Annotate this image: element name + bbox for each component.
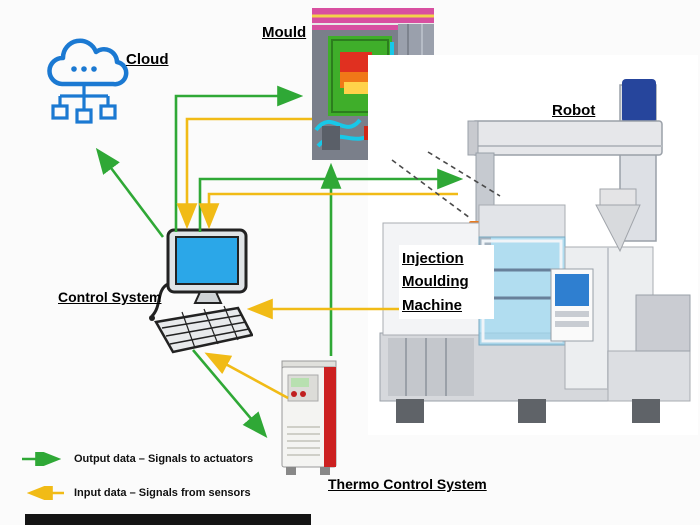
thermo-display (291, 378, 309, 387)
legend-input-label: Input data – Signals from sensors (74, 487, 251, 499)
machine-foot (632, 399, 660, 423)
legend-output-row: Output data – Signals to actuators (20, 452, 253, 466)
mould-heat-yellow (344, 82, 368, 94)
machine-foot (518, 399, 546, 423)
arrow-control-to-thermo (192, 349, 268, 438)
machine-foot (396, 399, 424, 423)
desktop-computer-icon (149, 228, 253, 354)
thermo-control-unit-photo (281, 360, 337, 475)
robot-motor-box (622, 79, 656, 123)
thermo-red-stripe (324, 367, 336, 467)
legend-input-row: Input data – Signals from sensors (20, 486, 251, 500)
mould-base-part (322, 126, 340, 150)
cloud-network-icon (47, 38, 129, 124)
green-right-arrow-icon (22, 452, 62, 466)
cloud-dot (91, 66, 97, 72)
bottom-crop-bar (25, 514, 311, 525)
thermo-vents (287, 426, 320, 456)
legend-output-label: Output data – Signals to actuators (74, 453, 254, 465)
hopper (595, 204, 641, 253)
machine-hmi-screen (555, 274, 589, 306)
monitor-screen (175, 236, 239, 285)
robot-arm (467, 79, 663, 246)
thermo-foot (286, 467, 296, 475)
thermo-button (291, 391, 297, 397)
robot-label: Robot (552, 102, 596, 119)
mould-label: Mould (262, 24, 307, 41)
control-system-label: Control System (58, 289, 162, 305)
cloud-label: Cloud (126, 51, 169, 68)
arrow-control-to-mould (174, 85, 304, 232)
injection-moulding-machine-label: Injection Moulding Machine (399, 245, 494, 319)
cloud-outline (47, 38, 129, 87)
arrow-thermo-to-control (204, 352, 289, 400)
thermo-foot (320, 467, 330, 475)
power-cable (150, 282, 169, 318)
cloud-dot (81, 66, 87, 72)
arrow-mould-to-control (176, 117, 312, 230)
network-nodes (51, 84, 117, 124)
thermo-control-system-label: Thermo Control System (328, 476, 487, 492)
yellow-left-arrow-icon (26, 486, 64, 500)
cloud-dot (71, 66, 77, 72)
injection-unit (635, 294, 691, 352)
injection-moulding-machine-photo (368, 55, 698, 435)
thermo-button (300, 391, 306, 397)
coolant-tube (314, 118, 362, 132)
monitor-stand (193, 291, 223, 304)
